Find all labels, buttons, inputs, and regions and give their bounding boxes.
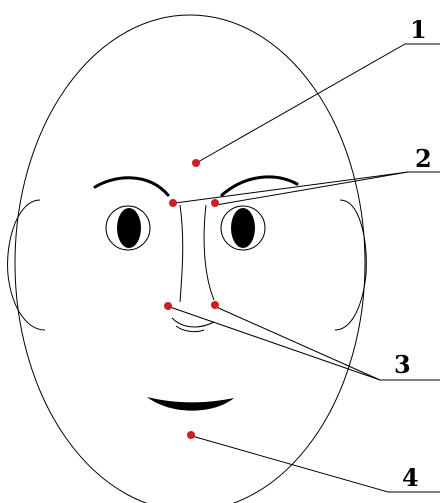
nose-bridge-left [180, 205, 183, 302]
mouth [147, 397, 234, 411]
nose-bottom [172, 318, 214, 327]
point-2-left-brow [169, 199, 177, 207]
leader-line-2b [216, 172, 408, 205]
nose-bridge-right [204, 205, 214, 300]
label-1: 1 [410, 15, 427, 44]
left-pupil [117, 208, 141, 248]
leader-line-3b [214, 306, 380, 380]
leader-line-2a [175, 172, 440, 203]
left-ear [8, 200, 45, 330]
label-3: 3 [394, 350, 411, 379]
head-outline [15, 15, 365, 503]
point-4-chin [187, 431, 195, 439]
label-4: 4 [402, 463, 419, 492]
left-eyebrow [95, 178, 168, 195]
label-2: 2 [415, 144, 432, 173]
right-eye [221, 206, 265, 250]
leader-line-1 [198, 44, 440, 162]
point-1-forehead [192, 159, 200, 167]
left-eye [106, 206, 150, 250]
point-3-left-nostril [164, 302, 172, 310]
right-pupil [231, 208, 255, 248]
point-3-right-nostril [211, 301, 219, 309]
point-2-right-brow [211, 199, 219, 207]
right-eyebrow [222, 177, 297, 195]
